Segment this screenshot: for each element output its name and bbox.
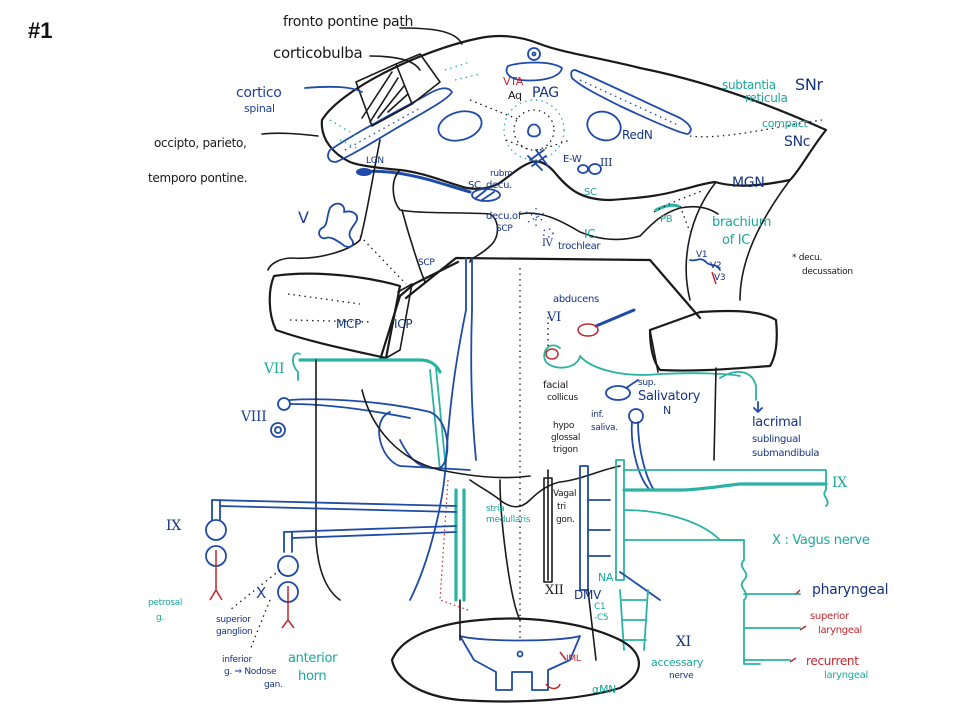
label-pb: PB [660,214,673,225]
label-c5: -C5 [594,613,609,623]
label-vagal-trigone-3: gon. [556,515,575,525]
label-decu-scp-1: decu.of [486,211,522,222]
label-sup-salivatory-3: N [663,404,671,417]
label-v3: V3 [714,273,726,283]
label-corticobulbar: corticobulba [273,44,363,62]
label-iml: IML [566,654,581,664]
label-vagal-trigone-2: tri [557,502,566,512]
label-substantia-2: reticula [745,91,788,105]
label-hypoglossal-2: glossal [551,433,581,443]
label-stria-2: medullaris [486,515,531,525]
label-rubro-1: rubro [490,169,513,179]
label-superior-ganglion-2: ganglion [216,627,253,637]
label-brachium-1: brachium [712,215,772,230]
label-cn6: VI [547,310,561,325]
label-v2: V2 [710,261,722,271]
midbrain-outline [320,34,828,202]
leader-lines [261,27,463,137]
pons-outline [267,139,791,640]
label-na: NA [598,571,614,584]
label-cn9-left: IX [166,518,181,534]
label-recurrent-1: recurrent [806,654,859,668]
label-cn11: XI [676,634,691,650]
label-inf-salivatory-2: saliva. [591,423,618,433]
label-hypoglossal-1: hypo [553,421,575,431]
label-occipto-parieto: occipto, parieto, [154,136,247,150]
label-superior-laryngeal-1: superior [810,611,849,622]
label-pag: PAG [532,85,559,101]
label-cn5: V [298,208,309,227]
label-inf-salivatory-1: inf. [591,410,604,420]
label-superior-laryngeal-2: laryngeal [818,625,862,636]
label-vagus-nerve: X : Vagus nerve [772,533,870,548]
label-inferior-1: inferior [222,655,252,665]
label-sc-left: SC [468,180,481,191]
label-sc-right: SC [584,187,597,198]
label-recurrent-2: laryngeal [824,670,868,681]
label-accessory-1: accessary [651,656,704,669]
label-lacrimal: lacrimal [752,415,802,430]
label-compact: compact [762,117,808,130]
label-edinger-westphal: E-W [563,154,582,165]
label-cn12: XII [545,583,564,598]
label-brachium-2: of IC [722,233,751,248]
label-anterior-horn-1: anterior [288,651,338,666]
label-trochlear: trochlear [558,241,601,252]
slide-number: #1 [28,18,53,43]
label-hypoglossal-3: trigon [553,445,578,455]
label-v1: V1 [696,250,708,260]
label-cn8: VIII [241,409,267,425]
label-petrosal-1: petrosal [148,598,183,608]
label-snr: SNr [795,75,823,94]
label-dmv: DMV [574,588,601,602]
label-cn4: IV [542,238,553,249]
label-fronto-pontine: fronto pontine path [283,14,414,30]
label-icp: ICP [394,317,413,331]
label-scp: SCP [418,258,435,268]
legend-decussation: decussation [802,267,853,277]
label-facial-colliculus-1: facial [543,380,569,391]
label-accessory-2: nerve [669,671,694,681]
label-cn9-right: IX [832,475,847,491]
label-aqueduct: Aq [508,89,522,102]
label-abducens: abducens [553,294,599,305]
label-substantia-1: subtantia [722,78,776,92]
label-cn7: VII [264,361,285,377]
label-mcp: MCP [336,317,362,331]
medulla-outline [205,459,829,703]
legend-decu: * decu. [792,253,823,263]
label-temporo-pontine: temporo pontine. [148,171,248,185]
label-superior-ganglion-1: superior [216,615,251,625]
label-ic: IC [584,227,596,241]
label-decu-scp-2: SCP [496,224,513,234]
label-cn10-left: X [256,584,266,602]
label-stria-1: stria [486,504,505,514]
label-petrosal-2: g. [156,613,164,623]
label-lgn: LGN [366,156,384,166]
label-sup-salivatory-1: sup. [638,378,656,388]
label-vta: VTA [503,75,524,88]
label-red-nucleus: RedN [622,128,653,142]
label-vagal-trigone-1: Vagal [553,489,577,499]
label-anterior-horn-2: horn [298,669,327,684]
label-sup-salivatory-2: Salivatory [638,389,701,404]
label-c1: C1 [594,602,606,612]
label-corticospinal-1: cortico [236,85,282,101]
label-rubro-2: decu. [486,180,513,191]
label-alpha-mn: αMN [592,683,617,696]
label-snc: SNc [784,134,811,150]
label-sublingual: sublingual [752,434,801,445]
label-inferior-3: gan. [264,680,283,690]
label-corticospinal-2: spinal [244,102,275,115]
label-mgn: MGN [732,175,765,191]
label-cn3: III [600,156,613,169]
label-submandibular: submandibula [752,448,820,459]
label-facial-colliculus-2: collicus [547,393,578,403]
label-inferior-2: g. ⇒ Nodose [224,667,277,677]
label-pharyngeal: pharyngeal [812,582,889,598]
